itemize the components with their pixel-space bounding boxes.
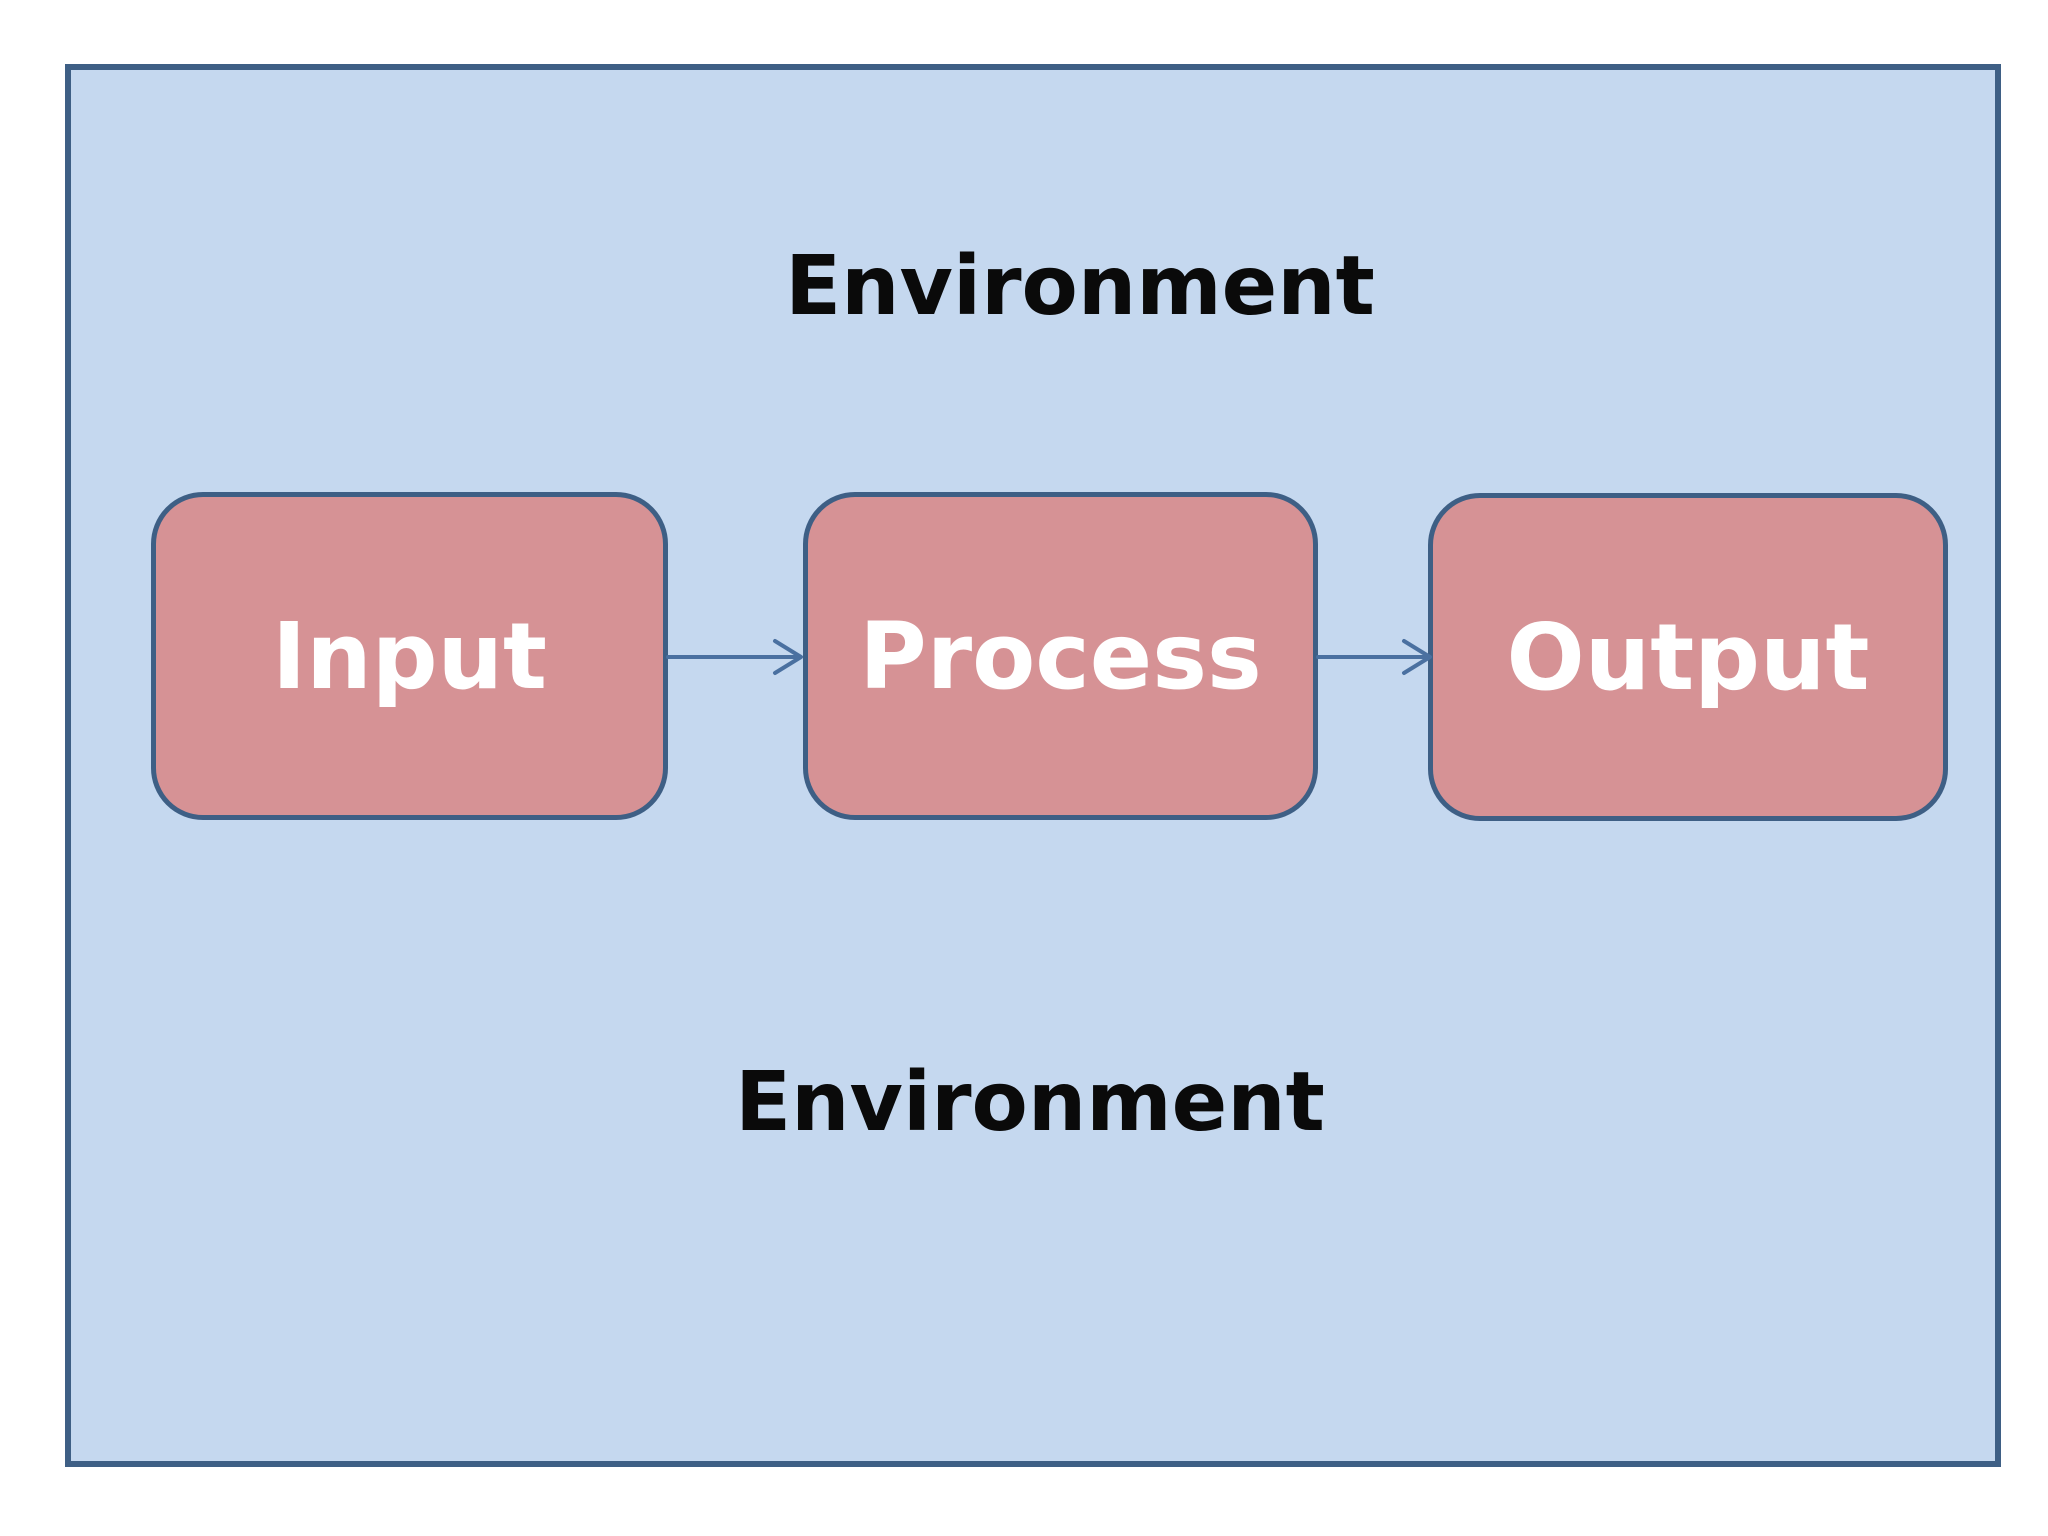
node-output-label: Output [1506,603,1870,711]
node-input: Input [151,492,668,820]
node-process: Process [803,492,1318,820]
node-process-label: Process [859,602,1262,710]
environment-label-bottom: Environment [735,1055,1325,1150]
node-input-label: Input [271,602,548,710]
node-output: Output [1428,493,1948,821]
environment-label-top: Environment [785,239,1375,334]
